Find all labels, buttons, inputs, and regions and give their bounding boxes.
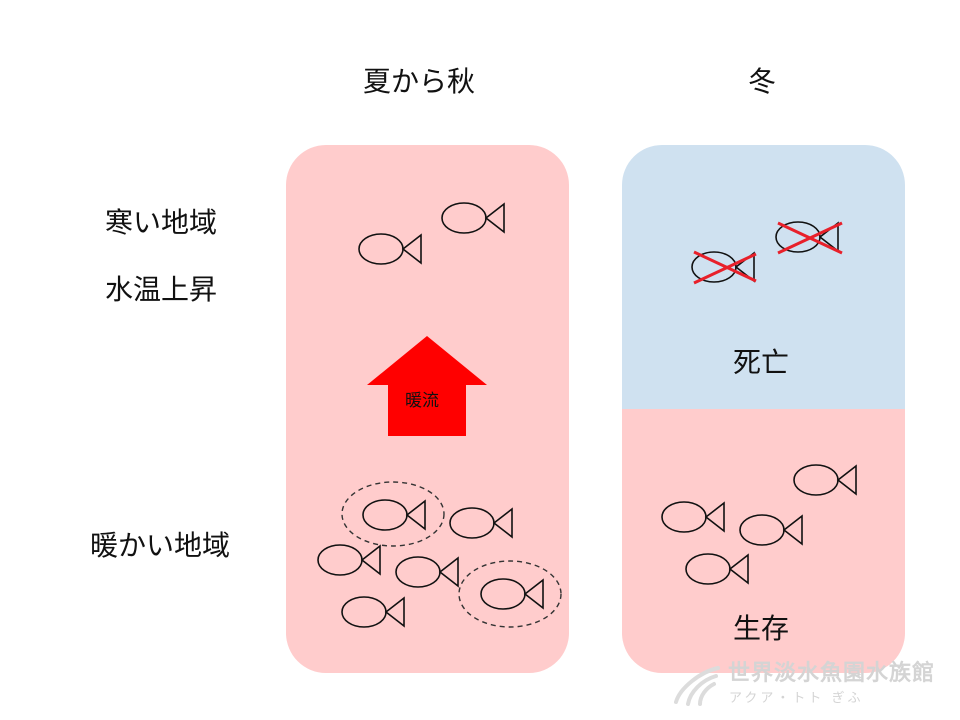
fish-icon bbox=[341, 596, 405, 628]
winter-panel bbox=[622, 145, 905, 673]
fish-icon bbox=[685, 553, 749, 585]
fish-icon bbox=[449, 507, 513, 539]
column-title-summer-autumn: 夏から秋 bbox=[363, 65, 476, 98]
row-label-water-temp-rise: 水温上昇 bbox=[105, 273, 218, 306]
cross-mark-icon bbox=[777, 221, 843, 255]
column-title-winter: 冬 bbox=[748, 65, 777, 98]
up-arrow-icon bbox=[367, 336, 487, 436]
status-death: 死亡 bbox=[733, 346, 790, 379]
fish-icon bbox=[793, 464, 857, 496]
row-label-cold-region: 寒い地域 bbox=[105, 206, 218, 239]
fish-icon bbox=[395, 556, 459, 588]
watermark-subtitle: アクア・トト ぎふ bbox=[729, 691, 864, 706]
watermark-title: 世界淡水魚園水族館 bbox=[728, 661, 936, 686]
winter-warm-zone bbox=[622, 409, 905, 673]
fish-icon bbox=[739, 514, 803, 546]
status-survival: 生存 bbox=[733, 612, 790, 645]
row-label-warm-region: 暖かい地域 bbox=[90, 529, 231, 562]
watermark-logo-icon bbox=[674, 666, 720, 706]
fish-icon bbox=[441, 202, 505, 234]
fish-icon bbox=[362, 499, 426, 531]
dashed-circle-icon bbox=[341, 481, 445, 547]
fish-icon bbox=[661, 501, 725, 533]
cross-mark-icon bbox=[693, 250, 757, 285]
dashed-circle-icon bbox=[458, 560, 562, 628]
fish-icon bbox=[358, 233, 422, 265]
fish-icon bbox=[480, 578, 544, 610]
fish-icon bbox=[317, 544, 381, 576]
warm-current-label: 暖流 bbox=[405, 391, 439, 411]
winter-cold-zone bbox=[622, 145, 905, 409]
